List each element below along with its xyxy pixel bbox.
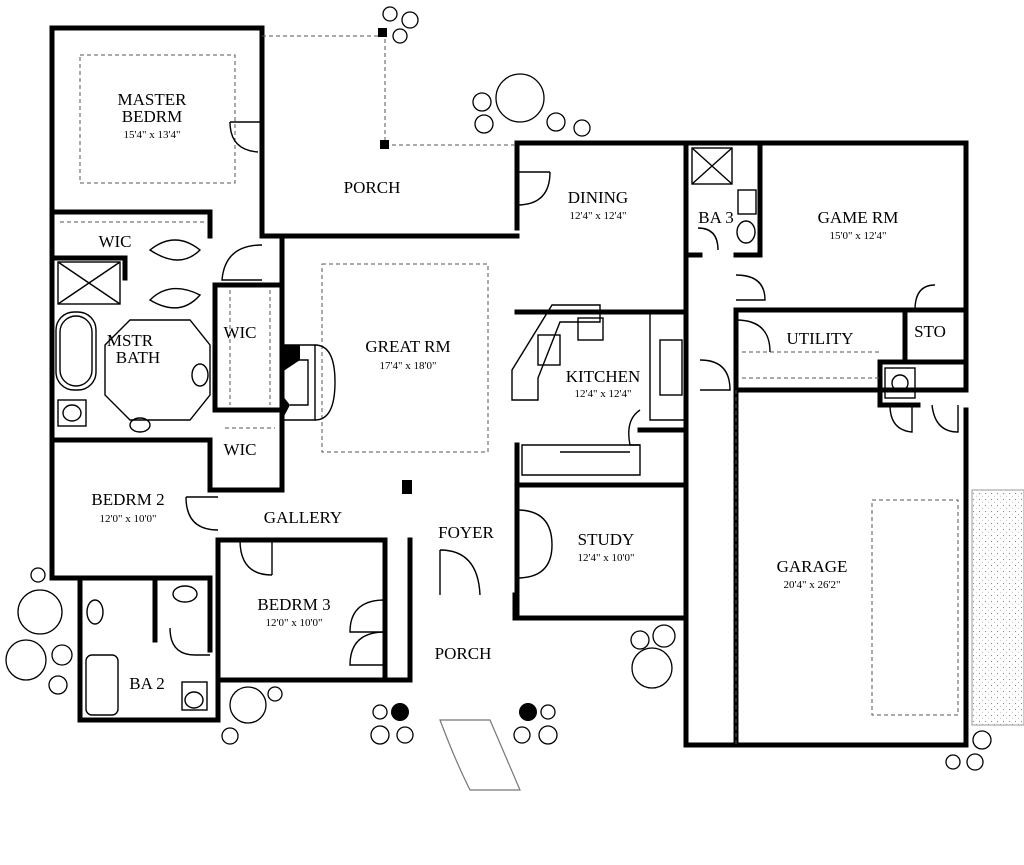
- mstr-bath-label-2: BATH: [116, 348, 160, 367]
- wic-3-label: WIC: [223, 440, 256, 459]
- exterior-walls: [49, 25, 969, 748]
- driveway: [971, 489, 1024, 726]
- porch-rear-label: PORCH: [344, 178, 401, 197]
- great-rm-dim: 17'4" x 18'0": [380, 360, 437, 372]
- wic-master-label: WIC: [98, 232, 131, 251]
- wic-2-label: WIC: [223, 323, 256, 342]
- study-label: STUDY: [578, 530, 635, 549]
- porch-front-label: PORCH: [435, 644, 492, 663]
- bedrm2-label: BEDRM 2: [91, 490, 164, 509]
- master-bedrm-dim: 15'4" x 13'4": [124, 129, 181, 141]
- game-rm-dim: 15'0" x 12'4": [830, 230, 887, 242]
- sto-label: STO: [914, 322, 946, 341]
- garage-label: GARAGE: [777, 557, 848, 576]
- gallery-label: GALLERY: [264, 508, 342, 527]
- study-dim: 12'4" x 10'0": [578, 552, 635, 564]
- great-rm-label: GREAT RM: [365, 337, 450, 356]
- fixtures: [55, 28, 959, 745]
- mstr-bath-label-1: MSTR: [107, 331, 154, 350]
- kitchen-dim: 12'4" x 12'4": [575, 388, 632, 400]
- front-walkway: [439, 719, 521, 791]
- room-labels: MASTER BEDRM 15'4" x 13'4" PORCH DINING …: [91, 90, 946, 693]
- ba2-label: BA 2: [129, 674, 164, 693]
- bedrm3-dim: 12'0" x 10'0": [266, 617, 323, 629]
- master-bedrm-label-1: MASTER: [118, 90, 188, 109]
- game-rm-label: GAME RM: [818, 208, 899, 227]
- dining-dim: 12'4" x 12'4": [570, 210, 627, 222]
- landscaping: [5, 6, 992, 771]
- bedrm3-label: BEDRM 3: [257, 595, 330, 614]
- garage-dim: 20'4" x 26'2": [784, 579, 841, 591]
- dining-label: DINING: [568, 188, 628, 207]
- kitchen-label: KITCHEN: [566, 367, 641, 386]
- master-bedrm-label-2: BEDRM: [122, 107, 182, 126]
- foyer-label: FOYER: [438, 523, 494, 542]
- utility-label: UTILITY: [786, 329, 853, 348]
- ba3-label: BA 3: [698, 208, 733, 227]
- bedrm2-dim: 12'0" x 10'0": [100, 513, 157, 525]
